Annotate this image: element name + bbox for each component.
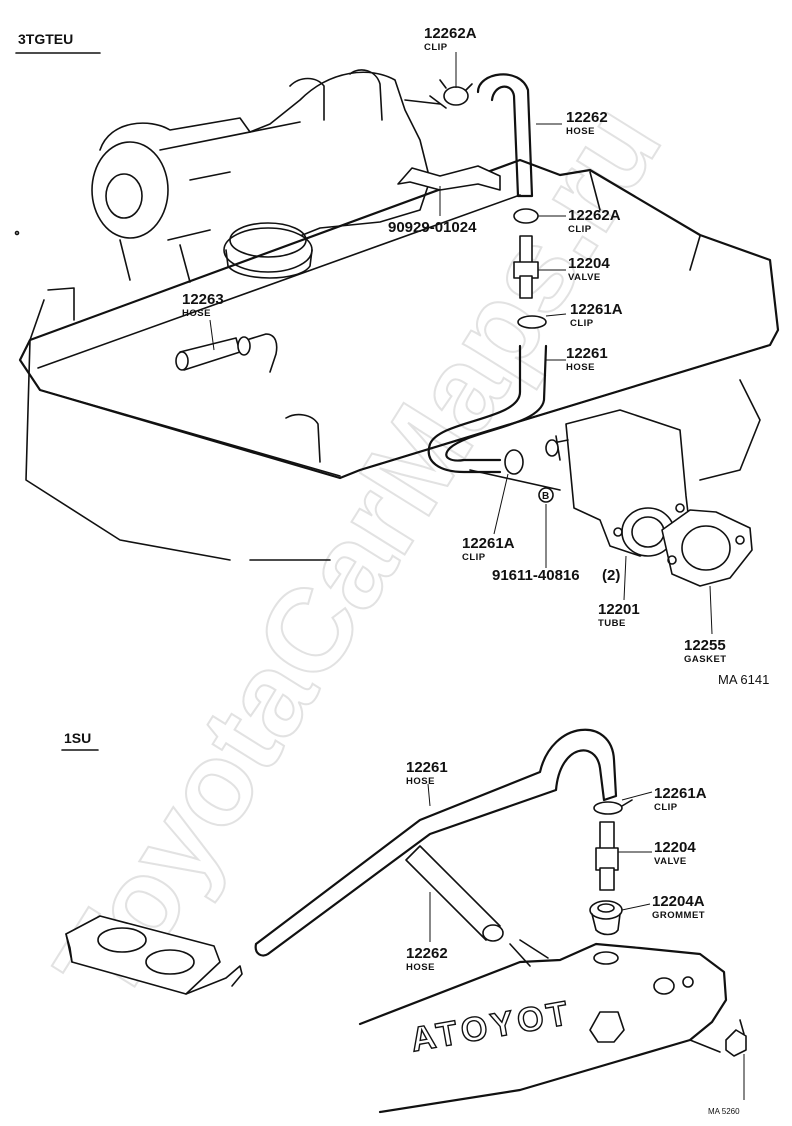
leader-lines-bottom — [427, 783, 745, 1100]
svg-text:12262: 12262 — [566, 109, 608, 126]
reference-ma-5260: MA 5260 — [708, 1107, 740, 1116]
svg-text:12262: 12262 — [406, 945, 448, 962]
svg-text:12261: 12261 — [406, 759, 448, 776]
reference-ma-6141: MA 6141 — [718, 672, 769, 687]
bracket-90929-01024 — [397, 165, 501, 191]
engine-top-drawing — [14, 69, 780, 561]
svg-text:HOSE: HOSE — [406, 962, 435, 973]
hose-12262-bottom — [405, 845, 504, 942]
svg-text:12204A: 12204A — [652, 893, 705, 910]
svg-text:CLIP: CLIP — [654, 802, 678, 813]
hose-12263 — [175, 333, 278, 373]
svg-text:90929-01024: 90929-01024 — [388, 219, 477, 236]
svg-text:12261: 12261 — [566, 345, 608, 362]
intake-flange — [65, 915, 243, 995]
gasket-12255 — [661, 509, 753, 587]
svg-text:12261A: 12261A — [654, 785, 707, 802]
callout-12204-bottom: 12204 VALVE — [654, 839, 696, 867]
hose-12262-upper — [476, 73, 534, 198]
clip-12261a-tab — [621, 799, 633, 807]
svg-text:CLIP: CLIP — [568, 224, 592, 235]
section-3tgteu: 3TGTEU — [14, 25, 780, 687]
svg-text:HOSE: HOSE — [406, 776, 435, 787]
callout-12261a-lower: 12261A CLIP — [462, 535, 515, 563]
svg-text:91611-40816: 91611-40816 — [492, 567, 580, 584]
callout-12262a-upper: 12262A CLIP — [424, 25, 477, 53]
clip-12261a-lower — [504, 449, 524, 475]
callout-12262a-lower: 12262A CLIP — [568, 207, 621, 235]
valve-12204-bottom — [595, 821, 619, 891]
svg-text:12262A: 12262A — [568, 207, 621, 224]
svg-text:12204: 12204 — [654, 839, 696, 856]
callout-12261a-upper: 12261A CLIP — [570, 301, 623, 329]
svg-text:12201: 12201 — [598, 601, 640, 618]
svg-text:GROMMET: GROMMET — [652, 910, 705, 921]
svg-text:VALVE: VALVE — [654, 856, 687, 867]
svg-text:12261A: 12261A — [462, 535, 515, 552]
leader-lines-top — [209, 52, 713, 635]
callout-12204a: 12204A GROMMET — [652, 893, 705, 921]
valve-cover-logo: TOYOTA — [404, 995, 571, 1061]
svg-text:HOSE: HOSE — [182, 308, 211, 319]
svg-text:VALVE: VALVE — [568, 272, 601, 283]
svg-text:12204: 12204 — [568, 255, 610, 272]
callout-12201: 12201 TUBE — [598, 601, 640, 629]
section-title-3tgteu: 3TGTEU — [18, 31, 73, 47]
svg-text:HOSE: HOSE — [566, 126, 595, 137]
svg-text:CLIP: CLIP — [424, 42, 448, 53]
section-title-1su: 1SU — [64, 730, 91, 746]
svg-text:CLIP: CLIP — [570, 318, 594, 329]
svg-text:(2): (2) — [602, 567, 620, 584]
clip-12262a-lower — [513, 208, 539, 224]
callout-12263: 12263 HOSE — [182, 291, 224, 319]
callout-12261a-bottom: 12261A CLIP — [654, 785, 707, 813]
callout-12204: 12204 VALVE — [568, 255, 610, 283]
callout-12262-bottom: 12262 HOSE — [406, 945, 448, 973]
callout-12261: 12261 HOSE — [566, 345, 608, 373]
callout-90929-01024: 90929-01024 — [388, 219, 477, 236]
hose-12261-top — [427, 344, 548, 474]
svg-text:12263: 12263 — [182, 291, 224, 308]
grommet-12204a — [589, 900, 623, 936]
callout-91611-40816: 91611-40816 (2) — [492, 567, 620, 584]
clip-12261a-bottom — [593, 801, 623, 815]
svg-text:GASKET: GASKET — [684, 654, 727, 665]
valve-12204-top — [513, 235, 539, 299]
callout-12262: 12262 HOSE — [566, 109, 608, 137]
svg-text:12255: 12255 — [684, 637, 726, 654]
callout-12255: 12255 GASKET — [684, 637, 727, 665]
hose-12261-bottom — [254, 728, 618, 957]
svg-text:12262A: 12262A — [424, 25, 477, 42]
svg-text:12261A: 12261A — [570, 301, 623, 318]
callout-12261-bottom: 12261 HOSE — [406, 759, 448, 787]
svg-text:HOSE: HOSE — [566, 362, 595, 373]
clip-12261a-upper — [517, 315, 547, 329]
bullet-b-circle — [538, 487, 554, 503]
svg-text:CLIP: CLIP — [462, 552, 486, 563]
bullet-b-label: B — [542, 491, 549, 502]
svg-text:TUBE: TUBE — [598, 618, 626, 629]
